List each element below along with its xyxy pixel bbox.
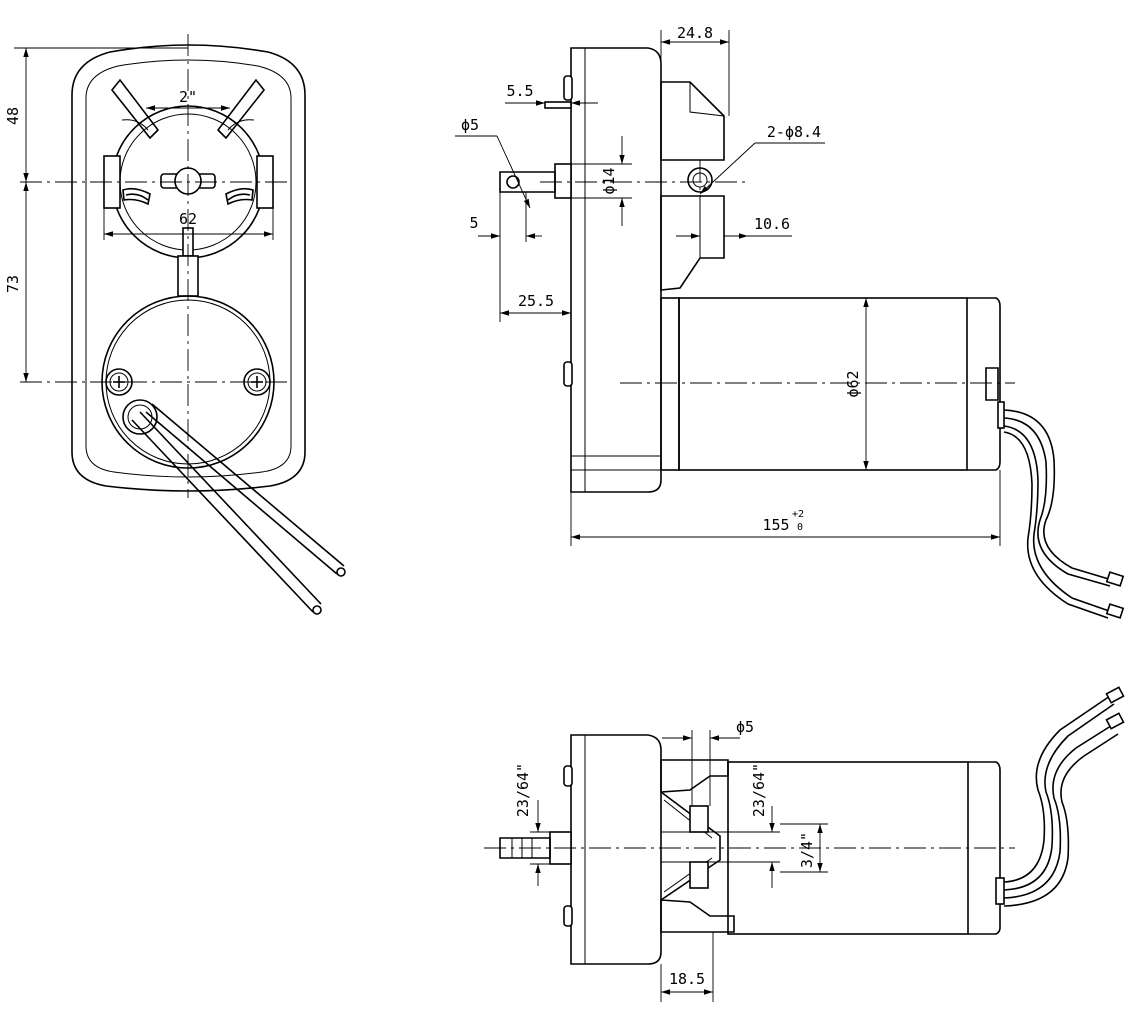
dim-right-offset: 23/64" xyxy=(750,763,768,817)
bottom-view: ϕ5 23/64" 23/64" 3/4" 18.5 xyxy=(484,686,1125,1002)
dim-shaft-step: 5.5 xyxy=(506,82,533,100)
bottom-wires xyxy=(1003,686,1125,907)
dim-left-offset: 23/64" xyxy=(514,763,532,817)
dim-bottom-pin-dia: ϕ5 xyxy=(736,718,754,736)
dim-hole-spacing: 2" xyxy=(179,88,197,106)
side-bracket xyxy=(660,81,725,291)
dim-mount-width: 62 xyxy=(179,210,197,228)
dim-total-length: 155 xyxy=(762,516,789,534)
upper-mount xyxy=(103,78,274,297)
side-wires xyxy=(1003,409,1125,619)
front-plate-inner xyxy=(85,59,292,478)
bottom-bracket xyxy=(660,759,735,933)
dim-gearbox-depth: 24.8 xyxy=(677,24,713,42)
dim-flange: 10.6 xyxy=(754,215,790,233)
side-view: 24.8 5.5 ϕ5 2-ϕ8.4 ϕ14 5 10.6 25.5 ϕ62 1… xyxy=(455,24,1125,619)
side-shaft xyxy=(499,101,572,199)
dim-height-bottom: 73 xyxy=(4,275,22,293)
front-plate-outline xyxy=(71,44,306,492)
dim-total-tol-minus: 0 xyxy=(797,522,803,533)
front-view: 48 73 2" 62 xyxy=(4,34,346,615)
side-motor xyxy=(660,297,1005,471)
front-wires xyxy=(131,403,346,615)
dim-mount-holes: 2-ϕ8.4 xyxy=(767,123,821,141)
dim-height-top: 48 xyxy=(4,107,22,125)
dim-motor-dia: ϕ62 xyxy=(844,370,862,397)
dim-total-tol-plus: +2 xyxy=(792,509,804,520)
dim-shaft-dia: ϕ14 xyxy=(600,167,618,194)
bottom-gearbox xyxy=(570,734,662,965)
dim-shaft-width: 3/4" xyxy=(798,832,816,868)
dim-pin-offset: 5 xyxy=(469,214,478,232)
dim-flange-width: 18.5 xyxy=(669,970,705,988)
dim-side-pin-dia: ϕ5 xyxy=(461,116,479,134)
gearbox-body xyxy=(570,47,662,493)
dim-shaft-length: 25.5 xyxy=(518,292,554,310)
